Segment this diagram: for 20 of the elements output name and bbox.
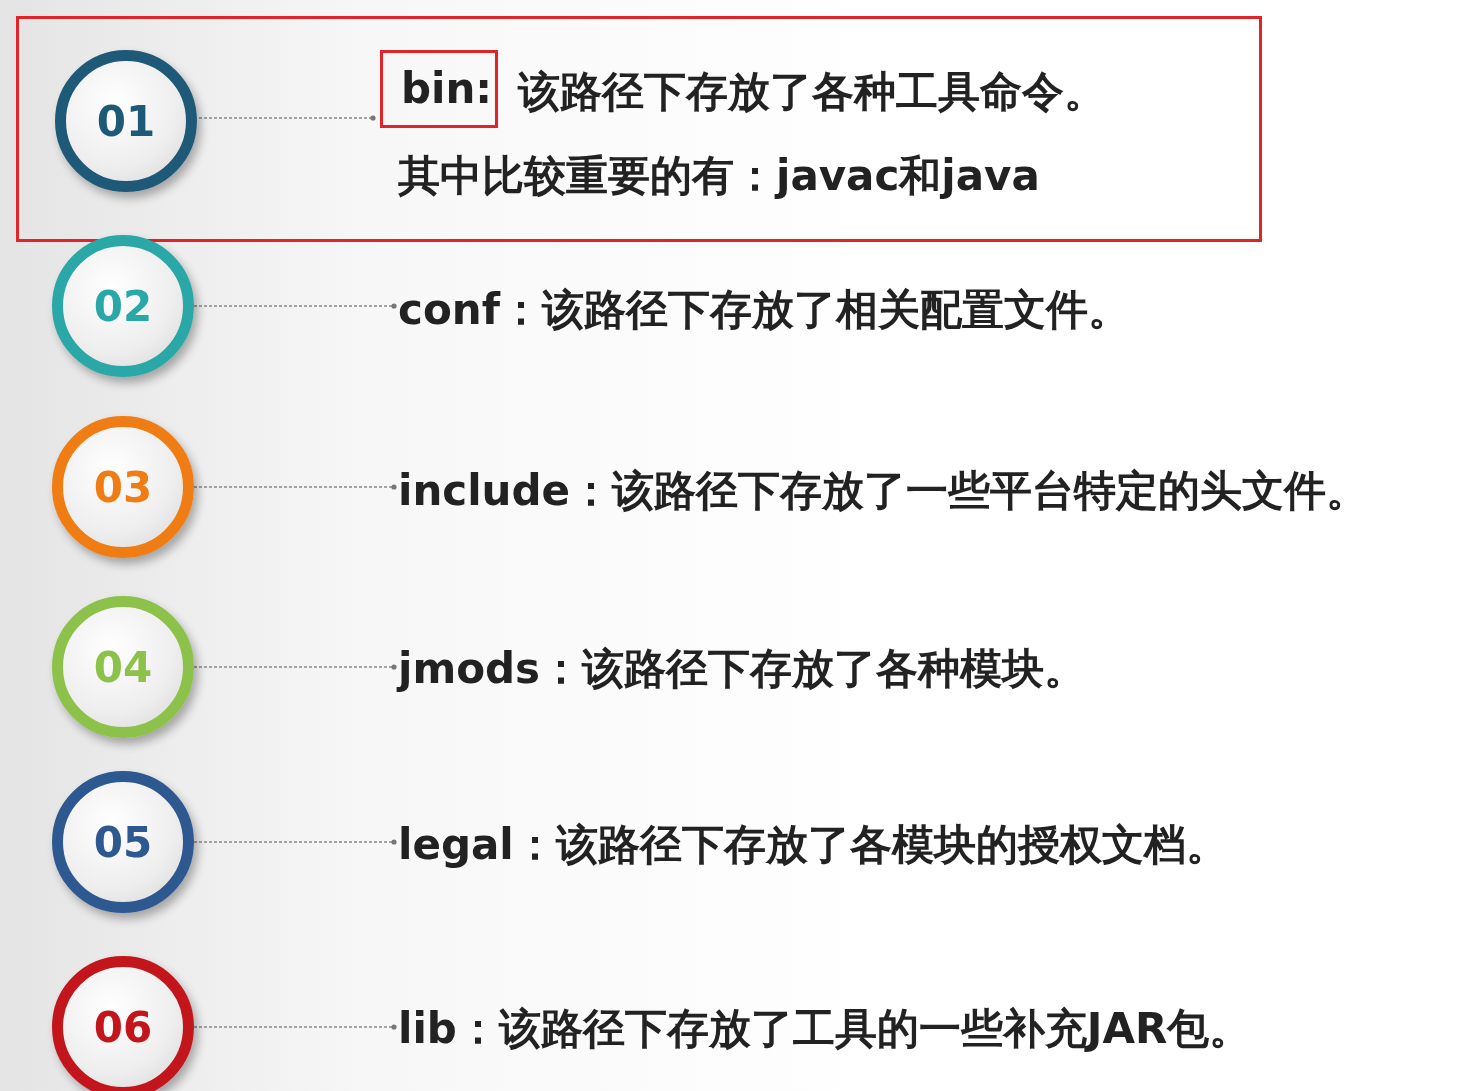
leader-line	[193, 1024, 397, 1030]
description-text: conf：该路径下存放了相关配置文件。	[398, 282, 1130, 338]
highlight-box: bin:	[380, 50, 498, 128]
number-circle: 03	[52, 416, 194, 558]
leader-line	[193, 484, 397, 490]
description-text: 该路径下存放了各种工具命令。	[518, 66, 1106, 118]
description-text: 其中比较重要的有：javac和java	[398, 150, 1040, 202]
number-circle: 02	[52, 235, 194, 377]
description-text: jmods：该路径下存放了各种模块。	[398, 641, 1087, 697]
highlight-frame	[16, 16, 1262, 242]
number-circle: 06	[52, 956, 194, 1091]
leader-line	[193, 664, 397, 670]
description-text: lib：该路径下存放了工具的一些补充JAR包。	[398, 1001, 1252, 1057]
number-circle: 01	[55, 50, 197, 192]
leader-line	[193, 839, 397, 845]
number-circle: 05	[52, 771, 194, 913]
number-circle: 04	[52, 596, 194, 738]
description-text: legal：该路径下存放了各模块的授权文档。	[398, 817, 1228, 873]
description-text: include：该路径下存放了一些平台特定的头文件。	[398, 463, 1369, 519]
leader-line	[193, 303, 397, 309]
